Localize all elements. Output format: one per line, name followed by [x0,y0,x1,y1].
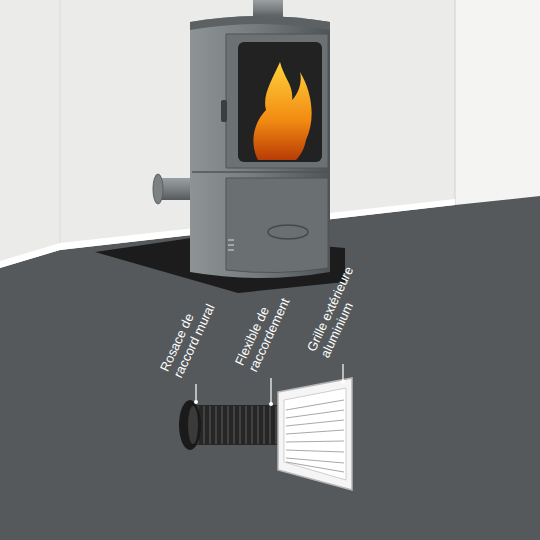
stove-body [190,16,330,278]
part-label: Grille extérieure aluminium [304,257,373,360]
part-label: Rosace de raccord mural [157,277,226,380]
wall-rosette [179,400,201,450]
leader-dot [194,380,345,406]
flue-pipe [253,0,283,18]
leader-line [196,364,343,404]
ash-drawer [226,178,328,273]
side-wall [455,0,540,210]
wall-corner [60,0,61,246]
grille-frame [284,388,346,480]
grille-louvres [286,400,344,472]
flexible-hose [192,405,282,445]
wall-rosette [188,406,198,444]
vent-slot [228,245,234,246]
part-label-holder: Flexible de raccordement [232,271,301,374]
outdoor-grille [278,378,352,490]
vent-slot [228,250,234,251]
part-label-holder: Rosace de raccord mural [157,277,226,380]
panel-line [192,171,330,173]
door-handle [221,100,227,122]
stove-door [226,34,328,168]
part-label-holder: Grille extérieure aluminium [304,257,373,360]
vent-slot [228,240,234,241]
fire [253,62,311,160]
pipe-flange [153,174,163,204]
wall-corner [455,0,456,205]
hose-ribs [198,406,276,444]
part-label: Flexible de raccordement [232,271,301,374]
drawer-handle [268,225,308,239]
stove-window [238,42,322,162]
stove-top [190,16,330,30]
